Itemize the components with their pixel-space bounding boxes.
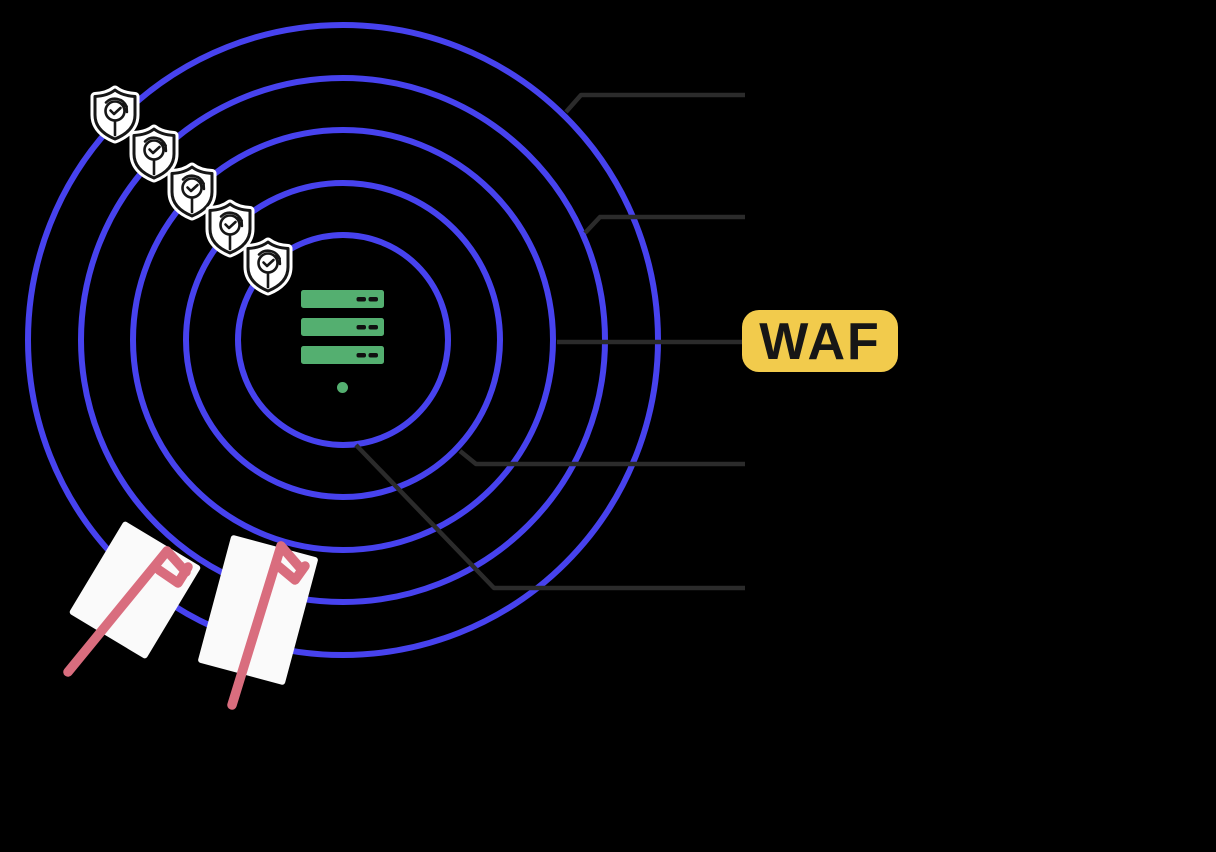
server-stack-icon: [301, 290, 384, 393]
deflected-attack-arrows: [63, 541, 310, 710]
server-bar: [301, 346, 384, 364]
ring-1-inner: [235, 232, 451, 448]
shield-check-icon: [210, 204, 250, 253]
ring-3: [130, 127, 556, 553]
waf-badge-label: WAF: [759, 313, 881, 371]
leader-line-ring-2: [458, 449, 745, 467]
leader-lines: [354, 92, 745, 591]
ring-2: [183, 180, 503, 500]
leader-line-ring-4: [583, 214, 745, 235]
server-bar: [301, 318, 384, 336]
shield-check-icon: [134, 129, 174, 178]
deflected-arrow-icon: [227, 541, 310, 710]
shield-icons: [95, 90, 288, 291]
deflected-arrow-icon: [63, 546, 193, 677]
server-indicator-dot: [337, 382, 348, 393]
waf-badge-background: [742, 310, 898, 372]
shield-check-icon: [95, 90, 135, 139]
leader-line-ring-5: [564, 92, 745, 114]
shield-check-icon: [248, 242, 288, 291]
leader-line-ring-1: [354, 443, 745, 591]
waf-badge: WAF: [742, 310, 898, 372]
server-bar: [301, 290, 384, 308]
